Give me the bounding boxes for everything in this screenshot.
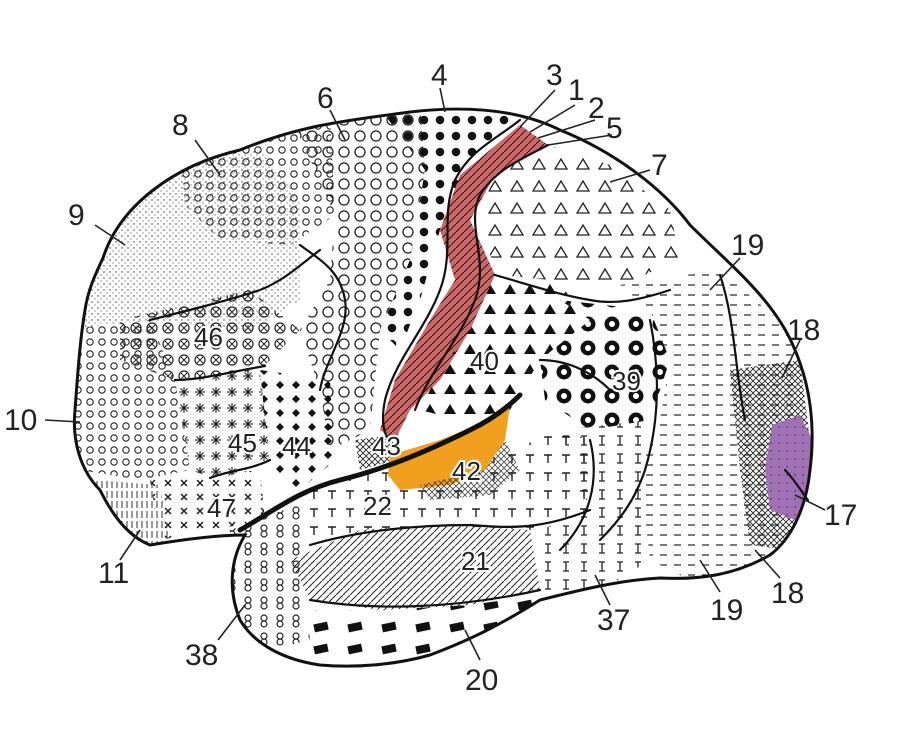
label-area-1: 1 xyxy=(568,74,585,107)
label-area-19-lower: 19 xyxy=(710,594,743,627)
leader-lines xyxy=(44,87,826,661)
label-area-7: 7 xyxy=(651,149,668,182)
area-6-region xyxy=(290,109,425,450)
label-area-40: 40 xyxy=(470,346,499,376)
label-area-39: 39 xyxy=(612,366,641,396)
label-area-42: 42 xyxy=(452,456,481,486)
area-43-region xyxy=(355,435,395,470)
area-5-7-region xyxy=(475,145,680,285)
label-area-18-upper: 18 xyxy=(787,314,820,347)
area-17-region xyxy=(765,415,813,520)
label-area-4: 4 xyxy=(431,59,448,92)
area-4-region xyxy=(380,112,520,350)
label-area-18-lower: 18 xyxy=(771,577,804,610)
label-area-11: 11 xyxy=(98,557,129,590)
label-area-17: 17 xyxy=(824,499,857,532)
area-44-region xyxy=(260,370,335,490)
internal-labels: 46 40 39 45 44 43 42 47 22 21 xyxy=(192,320,643,578)
label-area-44: 44 xyxy=(282,431,311,461)
area-47-region xyxy=(150,470,265,540)
area-21-region xyxy=(290,525,540,610)
area-labels: 4 3 1 2 5 7 6 8 9 10 11 19 18 17 18 19 3… xyxy=(4,59,857,697)
label-area-20: 20 xyxy=(465,664,498,697)
label-area-38: 38 xyxy=(185,639,218,672)
label-area-19-upper: 19 xyxy=(731,229,764,262)
label-area-6: 6 xyxy=(317,82,334,115)
area-38-region xyxy=(230,500,310,650)
area-10-region xyxy=(74,320,190,480)
area-39-region xyxy=(540,300,670,430)
label-area-22: 22 xyxy=(363,491,392,521)
label-area-37: 37 xyxy=(597,604,630,637)
label-area-2: 2 xyxy=(588,92,605,125)
label-area-43: 43 xyxy=(372,431,401,461)
sulci-lines xyxy=(148,118,810,608)
label-area-46: 46 xyxy=(194,322,223,352)
area-20-region xyxy=(300,595,540,665)
brain-surface xyxy=(72,107,814,668)
area-41-region xyxy=(420,440,520,500)
area-45-region xyxy=(175,370,270,480)
label-area-5: 5 xyxy=(606,112,623,145)
label-area-45: 45 xyxy=(228,428,257,458)
area-3-1-2-strip xyxy=(380,125,548,440)
label-area-9: 9 xyxy=(68,199,85,232)
label-area-47: 47 xyxy=(207,493,236,523)
label-area-21: 21 xyxy=(461,546,490,576)
label-area-8: 8 xyxy=(172,109,189,142)
label-area-3: 3 xyxy=(546,59,563,92)
area-40-region xyxy=(420,275,590,420)
label-area-10: 10 xyxy=(4,404,37,437)
